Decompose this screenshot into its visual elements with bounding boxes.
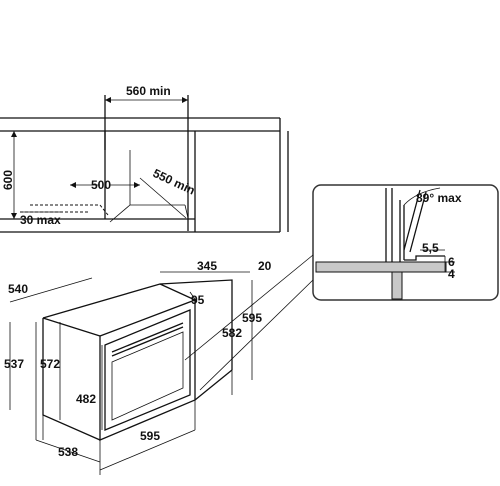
label-vent-30-max: 30 max (20, 213, 61, 227)
label-side-537: 537 (4, 357, 24, 371)
leader-line-bottom (199, 279, 314, 391)
label-oven-depth-345: 345 (197, 259, 217, 273)
label-oven-gap-20: 20 (258, 259, 272, 273)
label-gap-5-5: 5,5 (422, 241, 439, 255)
label-door-angle-89-max: 89° max (416, 191, 462, 205)
label-oven-height-582: 582 (222, 326, 242, 340)
label-gap-6: 6 (448, 255, 455, 269)
label-front-height-595: 595 (242, 311, 262, 325)
cabinet-niche-drawing (0, 95, 289, 233)
label-gap-4: 4 (448, 267, 455, 281)
leader-line-top (184, 254, 314, 361)
door-detail-inset (312, 184, 499, 301)
label-side-572: 572 (40, 357, 60, 371)
label-bottom-538: 538 (58, 445, 78, 459)
label-depth-500: 500 (91, 178, 111, 192)
label-oven-depth-540: 540 (8, 282, 28, 296)
oven-drawing (9, 271, 253, 475)
label-niche-height: 600 (1, 170, 15, 190)
label-niche-width-min: 560 min (126, 84, 171, 98)
label-door-482: 482 (76, 392, 96, 406)
label-frame-95: 95 (191, 293, 205, 307)
label-front-width-595: 595 (140, 429, 160, 443)
